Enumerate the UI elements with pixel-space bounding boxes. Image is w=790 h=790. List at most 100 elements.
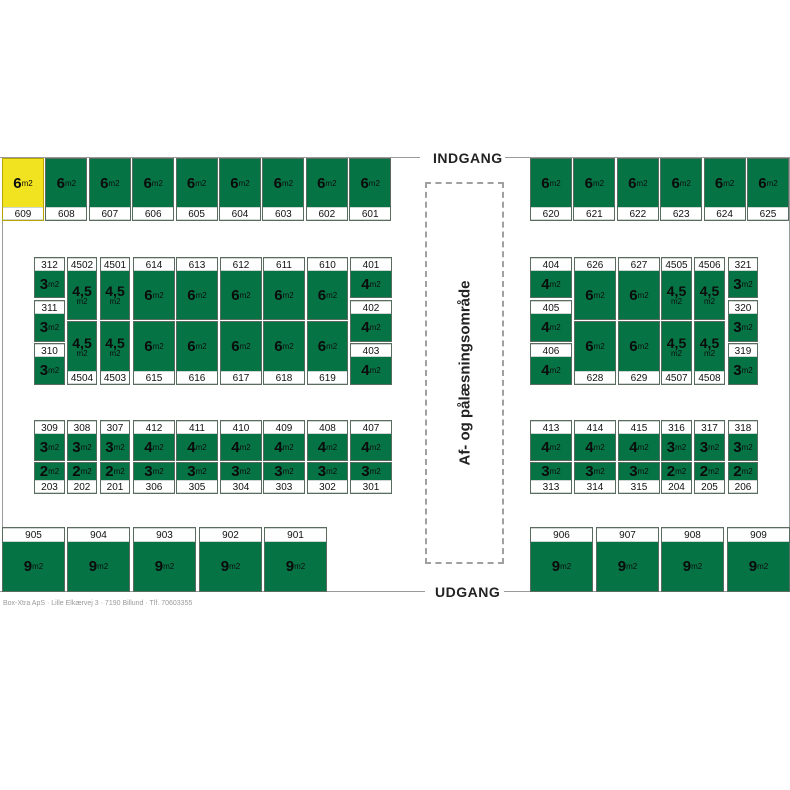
unit-size-value: 6: [274, 338, 283, 355]
unit-number-label: 628: [575, 371, 615, 384]
unit-size-value: 6: [187, 338, 196, 355]
unit-size-value: 6: [585, 286, 594, 304]
unit-size-value: 6: [144, 286, 153, 304]
unit-size-value: 3: [699, 438, 709, 456]
unit-number-label: 306: [134, 480, 174, 493]
unit-size-value: 4: [629, 438, 638, 456]
